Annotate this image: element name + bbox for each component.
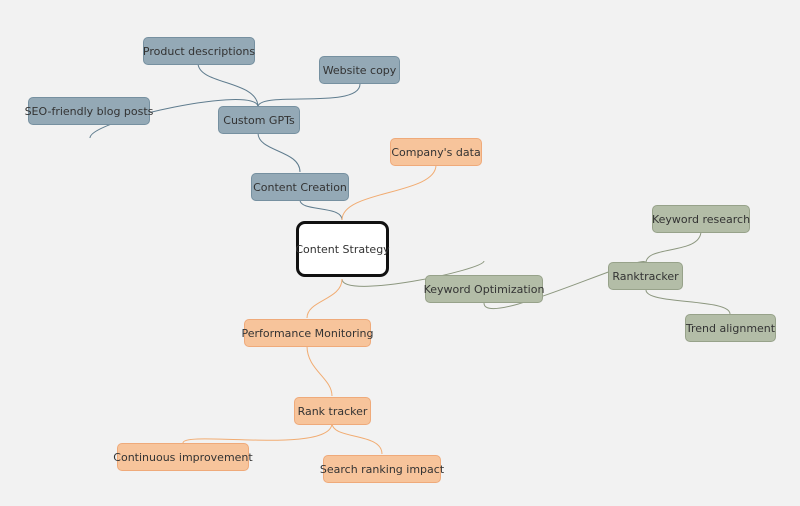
node-rank-tracker[interactable]: Rank tracker <box>294 397 371 425</box>
node-label: Content Creation <box>253 180 347 194</box>
node-seo-blog-posts[interactable]: SEO-friendly blog posts <box>25 97 153 125</box>
connector-root-performance-monitoring <box>306 278 343 319</box>
node-label: Company's data <box>391 145 481 159</box>
node-ranktracker[interactable]: Ranktracker <box>608 262 683 290</box>
node-label: Product descriptions <box>142 44 256 58</box>
node-label: Search ranking impact <box>319 462 445 476</box>
node-continuous-improvement[interactable]: Continuous improvement <box>113 443 253 471</box>
node-label: Ranktracker <box>612 269 679 283</box>
node-trend-alignment[interactable]: Trend alignment <box>685 314 776 342</box>
node-content-strategy[interactable]: Content Strategy <box>295 221 390 277</box>
connector-rank-tracker-continuous-improvement <box>182 422 333 444</box>
connector-custom-gpts-seo-blog-posts <box>89 99 259 139</box>
node-content-creation[interactable]: Content Creation <box>251 173 349 201</box>
node-custom-gpts[interactable]: Custom GPTs <box>218 106 300 134</box>
connector-rank-tracker-search-ranking-impact <box>331 422 383 455</box>
node-search-ranking-impact[interactable]: Search ranking impact <box>319 455 445 483</box>
node-label: Performance Monitoring <box>241 326 374 340</box>
node-label: Rank tracker <box>297 404 368 418</box>
node-label: Website copy <box>322 63 397 77</box>
connector-root-content-creation <box>299 199 343 221</box>
node-label: Keyword research <box>651 212 751 226</box>
node-companys-data[interactable]: Company's data <box>390 138 482 166</box>
connector-custom-gpts-website-copy <box>257 83 361 108</box>
node-keyword-optimization[interactable]: Keyword Optimization <box>423 275 545 303</box>
node-performance-monitoring[interactable]: Performance Monitoring <box>241 319 374 347</box>
connector-ranktracker-trend-alignment <box>645 289 731 315</box>
node-label: Keyword Optimization <box>423 282 545 296</box>
connector-root-companys-data <box>341 164 437 221</box>
node-label: Continuous improvement <box>113 450 253 464</box>
connector-custom-gpts-product-descriptions <box>197 62 259 108</box>
node-website-copy[interactable]: Website copy <box>319 56 400 84</box>
node-label: Trend alignment <box>685 321 776 335</box>
connector-content-creation-custom-gpts <box>257 132 301 173</box>
connector-root-keyword-optimization <box>341 260 485 287</box>
node-label: Custom GPTs <box>223 113 295 127</box>
node-label: SEO-friendly blog posts <box>24 104 154 118</box>
node-product-descriptions[interactable]: Product descriptions <box>143 37 255 65</box>
node-keyword-research[interactable]: Keyword research <box>652 205 750 233</box>
node-label: Content Strategy <box>295 242 390 256</box>
connector-performance-monitoring-rank-tracker <box>306 345 333 397</box>
connector-ranktracker-keyword-research <box>645 230 702 264</box>
